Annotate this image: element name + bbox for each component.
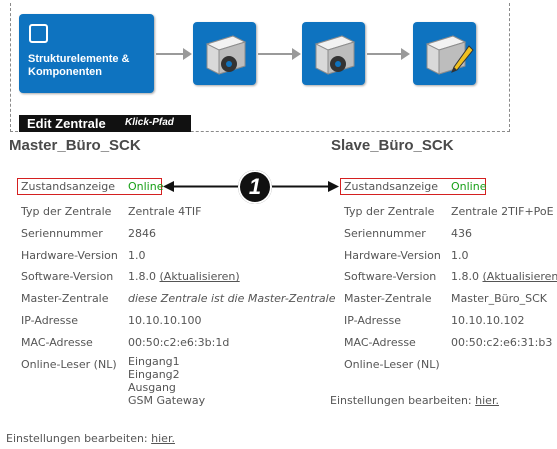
master-sw-version: 1.8.0 (128, 270, 156, 283)
controller-gear-icon (205, 35, 247, 75)
controller-tile-3[interactable] (413, 22, 476, 85)
slave-mac-label: MAC-Adresse (344, 336, 416, 349)
flow-arrow-1 (156, 53, 184, 55)
flow-arrow-2-head (292, 48, 301, 60)
slave-sw-version: 1.8.0 (451, 270, 479, 283)
controller-gear-icon (314, 35, 356, 75)
master-readers-list: Eingang1 Eingang2 Ausgang GSM Gateway (128, 355, 205, 407)
slave-mac-value: 00:50:c2:e6:31:b3 (451, 336, 553, 349)
master-master-label: Master-Zentrale (21, 292, 109, 305)
master-type-value: Zentrale 4TIF (128, 205, 202, 218)
controller-tile-2[interactable] (302, 22, 365, 85)
slave-update-link[interactable]: (Aktualisieren) (482, 270, 557, 283)
controller-pencil-icon (425, 35, 474, 75)
master-update-link[interactable]: (Aktualisieren) (159, 270, 240, 283)
master-status-label: Zustandsanzeige (21, 180, 116, 193)
master-sw-value: 1.8.0 (Aktualisieren) (128, 270, 240, 284)
list-item: Eingang1 (128, 355, 180, 368)
master-readers-label: Online-Leser (NL) (21, 358, 117, 371)
master-ip-value: 10.10.10.100 (128, 314, 202, 327)
slave-sw-label: Software-Version (344, 270, 437, 283)
slave-status-label: Zustandsanzeige (344, 180, 439, 193)
slave-type-value: Zentrale 2TIF+PoE (451, 205, 554, 218)
slave-status-highlight (340, 178, 486, 195)
slave-settings-row: Einstellungen bearbeiten: hier. (330, 394, 499, 408)
master-hw-value: 1.0 (128, 249, 146, 262)
controller-tile-1[interactable] (193, 22, 256, 85)
flow-arrow-3-head (401, 48, 410, 60)
workflow-frame (10, 3, 510, 132)
slave-status-value: Online (451, 180, 487, 193)
structure-components-label: Strukturelemente & Komponenten (28, 53, 130, 78)
slave-sw-value: 1.8.0 (Aktualisieren) (451, 270, 557, 284)
master-settings-text: Einstellungen bearbeiten: (6, 432, 148, 445)
slave-master-value: Master_Büro_SCK (451, 292, 547, 305)
master-controller-title: Master_Büro_SCK (9, 137, 141, 154)
master-serial-label: Seriennummer (21, 227, 103, 240)
slave-readers-label: Online-Leser (NL) (344, 358, 440, 371)
master-mac-label: MAC-Adresse (21, 336, 93, 349)
slave-settings-text: Einstellungen bearbeiten: (330, 394, 472, 407)
square-outline-icon (29, 24, 48, 43)
master-serial-value: 2846 (128, 227, 156, 240)
slave-ip-label: IP-Adresse (344, 314, 401, 327)
structure-components-tile[interactable]: Strukturelemente & Komponenten (19, 14, 154, 93)
flow-arrow-3 (367, 53, 402, 55)
slave-controller-title: Slave_Büro_SCK (331, 137, 454, 154)
slave-serial-label: Seriennummer (344, 227, 426, 240)
flow-arrow-2 (258, 53, 293, 55)
edit-controller-bar: Edit Zentrale Klick-Pfad (19, 115, 191, 132)
master-sw-label: Software-Version (21, 270, 114, 283)
master-settings-row: Einstellungen bearbeiten: hier. (6, 432, 175, 446)
master-status-highlight (17, 178, 162, 195)
list-item: Eingang2 (128, 368, 180, 381)
list-item: Ausgang (128, 381, 176, 394)
master-hw-label: Hardware-Version (21, 249, 118, 262)
master-settings-link[interactable]: hier. (151, 432, 175, 445)
master-master-value: diese Zentrale ist die Master-Zentrale (128, 292, 336, 305)
click-path-label: Klick-Pfad (125, 117, 174, 128)
master-ip-label: IP-Adresse (21, 314, 78, 327)
flow-arrow-1-head (183, 48, 192, 60)
slave-hw-value: 1.0 (451, 249, 469, 262)
slave-serial-value: 436 (451, 227, 472, 240)
slave-settings-link[interactable]: hier. (475, 394, 499, 407)
master-type-label: Typ der Zentrale (21, 205, 112, 218)
list-item: GSM Gateway (128, 394, 206, 407)
master-status-value: Online (128, 180, 164, 193)
slave-master-label: Master-Zentrale (344, 292, 432, 305)
slave-type-label: Typ der Zentrale (344, 205, 435, 218)
slave-ip-value: 10.10.10.102 (451, 314, 525, 327)
edit-controller-title: Edit Zentrale (27, 116, 106, 131)
master-mac-value: 00:50:c2:e6:3b:1d (128, 336, 230, 349)
callout-number-badge: 1 (238, 170, 272, 204)
slave-hw-label: Hardware-Version (344, 249, 441, 262)
